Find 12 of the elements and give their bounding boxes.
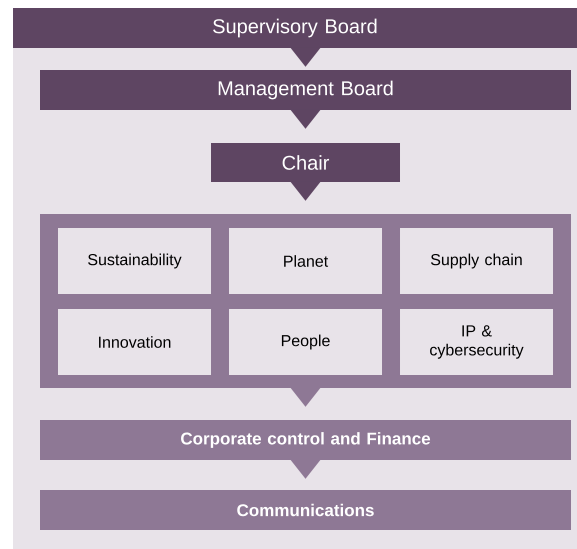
- arrow: [290, 388, 320, 407]
- arrow: [290, 460, 320, 479]
- committee-box: Innovation: [58, 309, 211, 375]
- arrow: [290, 110, 320, 129]
- department-bar: Communications: [40, 490, 571, 530]
- committee-box: Planet: [229, 228, 382, 294]
- committee-box: Supply chain: [400, 228, 553, 294]
- arrow: [290, 48, 320, 67]
- committee-box: Sustainability: [58, 228, 211, 294]
- committee-box: People: [229, 309, 382, 375]
- committee-box: IP & cybersecurity: [400, 309, 553, 375]
- arrow: [290, 182, 320, 201]
